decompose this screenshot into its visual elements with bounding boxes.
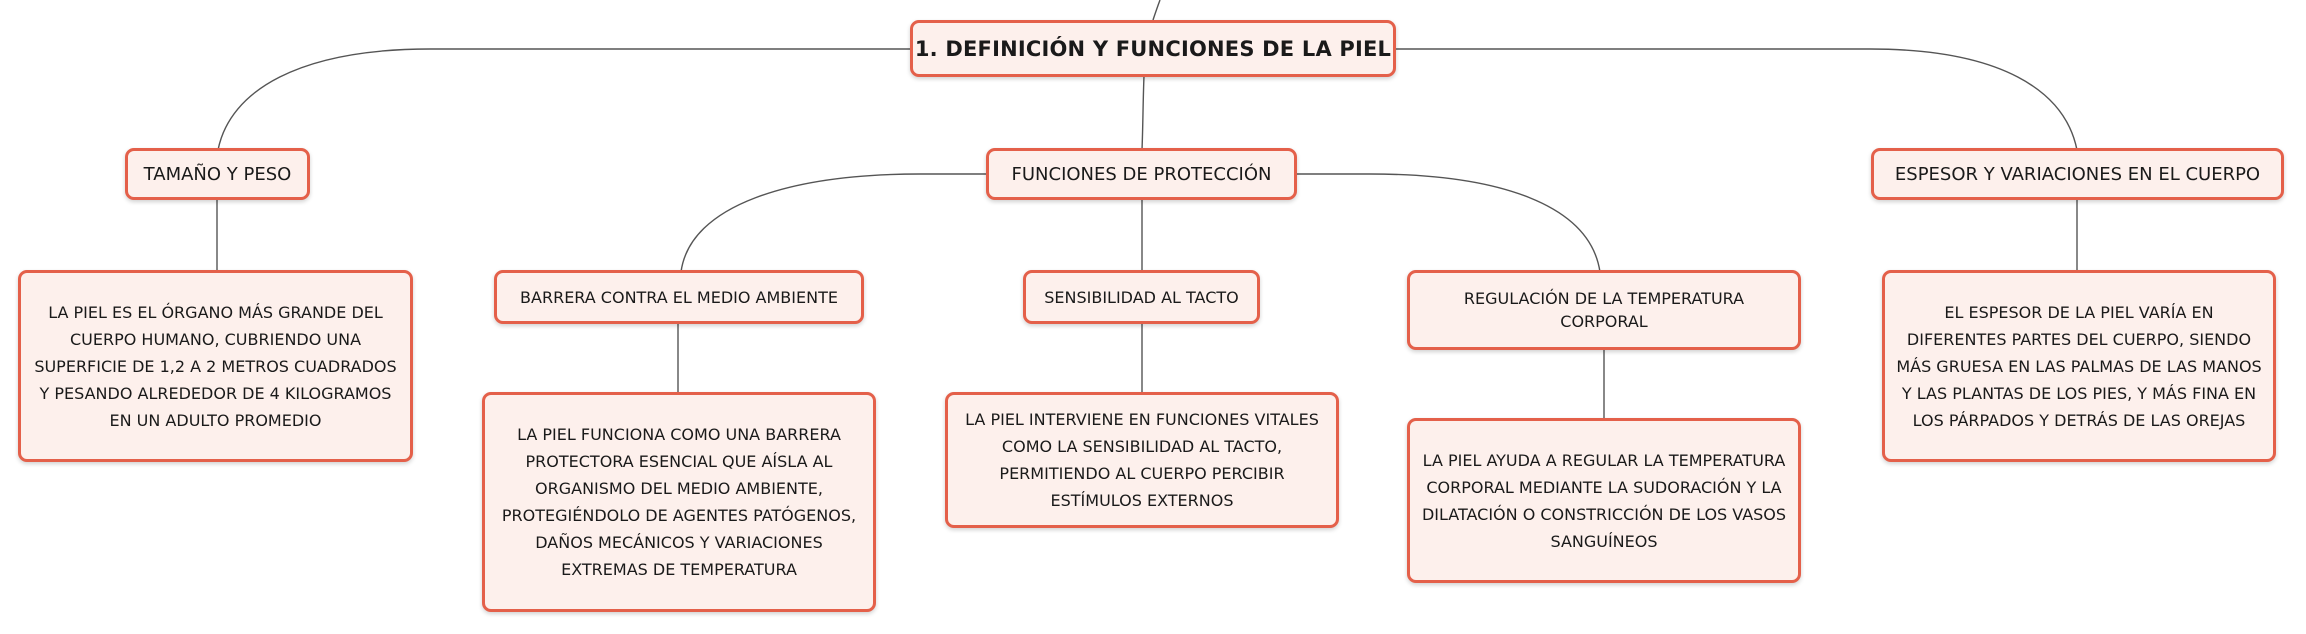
detail-espesor-variaciones[interactable]: EL ESPESOR DE LA PIEL VARÍA EN DIFERENTE… [1882,270,2276,462]
detail-tamano-peso-text: LA PIEL ES EL ÓRGANO MÁS GRANDE DEL CUER… [34,302,397,430]
connector-incoming [1152,0,1161,21]
topic-tamano-peso[interactable]: TAMAÑO Y PESO [125,148,310,200]
connector-root-espesor [1396,48,2078,151]
topic-tamano-peso-label: TAMAÑO Y PESO [143,163,292,185]
connector-root-tamano [217,48,910,151]
detail-sensibilidad-tacto-text: LA PIEL INTERVIENE EN FUNCIONES VITALES … [965,410,1319,510]
detail-barrera[interactable]: LA PIEL FUNCIONA COMO UNA BARRERA PROTEC… [482,392,876,612]
topic-espesor-variaciones-label: ESPESOR Y VARIACIONES EN EL CUERPO [1894,163,2261,185]
subtopic-regulacion-temperatura[interactable]: REGULACIÓN DE LA TEMPERATURA CORPORAL [1407,270,1801,350]
topic-espesor-variaciones[interactable]: ESPESOR Y VARIACIONES EN EL CUERPO [1871,148,2284,200]
connector-proteccion-barrera [680,173,988,273]
subtopic-sensibilidad-tacto[interactable]: SENSIBILIDAD AL TACTO [1023,270,1260,324]
connector-proteccion-temperatura [1296,173,1601,273]
subtopic-barrera-label: BARRERA CONTRA EL MEDIO AMBIENTE [520,287,838,307]
detail-espesor-variaciones-text: EL ESPESOR DE LA PIEL VARÍA EN DIFERENTE… [1896,302,2262,430]
detail-sensibilidad-tacto[interactable]: LA PIEL INTERVIENE EN FUNCIONES VITALES … [945,392,1339,528]
detail-tamano-peso[interactable]: LA PIEL ES EL ÓRGANO MÁS GRANDE DEL CUER… [18,270,413,462]
root-topic[interactable]: 1. DEFINICIÓN Y FUNCIONES DE LA PIEL [910,20,1396,77]
topic-funciones-proteccion-label: FUNCIONES DE PROTECCIÓN [1011,163,1272,185]
detail-barrera-text: LA PIEL FUNCIONA COMO UNA BARRERA PROTEC… [501,425,857,579]
connector-root-proteccion [1141,75,1145,151]
detail-regulacion-temperatura-text: LA PIEL AYUDA A REGULAR LA TEMPERATURA C… [1421,450,1787,551]
topic-funciones-proteccion[interactable]: FUNCIONES DE PROTECCIÓN [986,148,1297,200]
subtopic-regulacion-temperatura-label: REGULACIÓN DE LA TEMPERATURA CORPORAL [1463,289,1745,331]
detail-regulacion-temperatura[interactable]: LA PIEL AYUDA A REGULAR LA TEMPERATURA C… [1407,418,1801,583]
subtopic-barrera[interactable]: BARRERA CONTRA EL MEDIO AMBIENTE [494,270,864,324]
root-topic-label: 1. DEFINICIÓN Y FUNCIONES DE LA PIEL [914,36,1392,61]
subtopic-sensibilidad-tacto-label: SENSIBILIDAD AL TACTO [1044,287,1239,307]
